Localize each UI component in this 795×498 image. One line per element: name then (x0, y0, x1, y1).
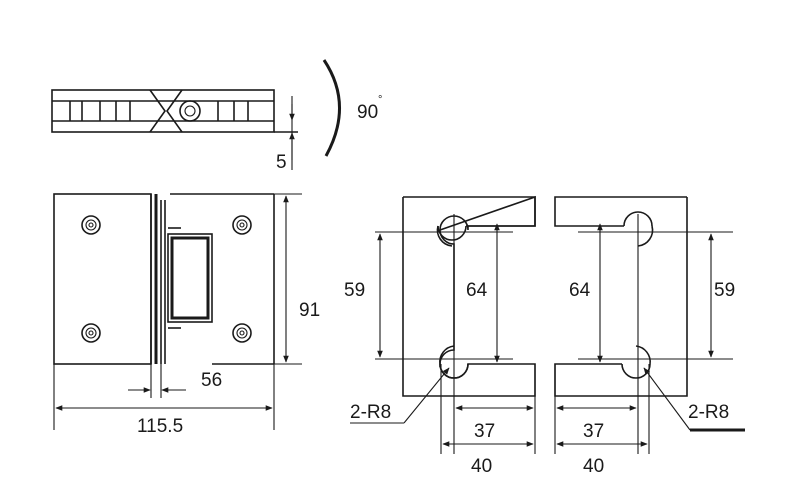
slot-label: 64 (569, 280, 591, 301)
depth-inner-label: 37 (583, 421, 604, 442)
screw-icon (81, 215, 101, 235)
depth-dimensions: 37 40 (440, 364, 536, 477)
top-view: 5 90 ° (51, 59, 382, 173)
top-view-hinge-body (51, 89, 298, 133)
height-dimension: 91 (274, 193, 320, 365)
depth-inner-label: 37 (474, 421, 495, 442)
radius-callout: 2-R8 (643, 367, 745, 432)
cutout-hole-top (623, 211, 654, 247)
hole-spacing-dimension: 59 (344, 233, 383, 358)
glass-cutout-right: 59 64 37 40 2-R8 (554, 196, 745, 477)
hole-spacing-dimension: 59 (708, 233, 735, 358)
glass-cutout-left: 59 64 37 40 2-R8 (344, 195, 536, 477)
gap-label: 56 (201, 370, 222, 391)
hinge-knuckle (150, 194, 213, 364)
cutout-hole-bottom (621, 345, 651, 379)
hole-spacing-label: 59 (344, 280, 365, 301)
radius-label: 2-R8 (688, 402, 729, 423)
front-view: 91 56 115.5 (53, 193, 320, 437)
angle-arc (322, 59, 341, 157)
depth-dimensions: 37 40 (554, 364, 650, 477)
left-leaf (53, 193, 152, 365)
depth-outer-label: 40 (583, 456, 604, 477)
angle-indicator: 90 ° (322, 59, 382, 157)
cutout-hole-top (436, 225, 467, 247)
radius-label: 2-R8 (350, 402, 391, 423)
screw-icon (232, 215, 252, 235)
slot-dimension: 64 (569, 223, 603, 363)
height-label: 91 (299, 300, 320, 321)
radius-callout: 2-R8 (350, 367, 450, 424)
width-dimension: 115.5 (53, 364, 275, 437)
thickness-label: 5 (276, 152, 287, 173)
screw-icon (232, 323, 252, 343)
right-leaf (170, 193, 275, 365)
gap-dimension: 56 (128, 364, 222, 398)
depth-outer-label: 40 (471, 456, 492, 477)
degree-symbol: ° (378, 94, 382, 106)
hole-spacing-label: 59 (714, 280, 735, 301)
slot-label: 64 (466, 280, 488, 301)
angle-label: 90 (357, 102, 378, 123)
slot-dimension: 64 (466, 223, 500, 363)
top-view-thickness-dimension: 5 (276, 96, 295, 173)
screw-icon (81, 323, 101, 343)
width-label: 115.5 (137, 416, 183, 437)
